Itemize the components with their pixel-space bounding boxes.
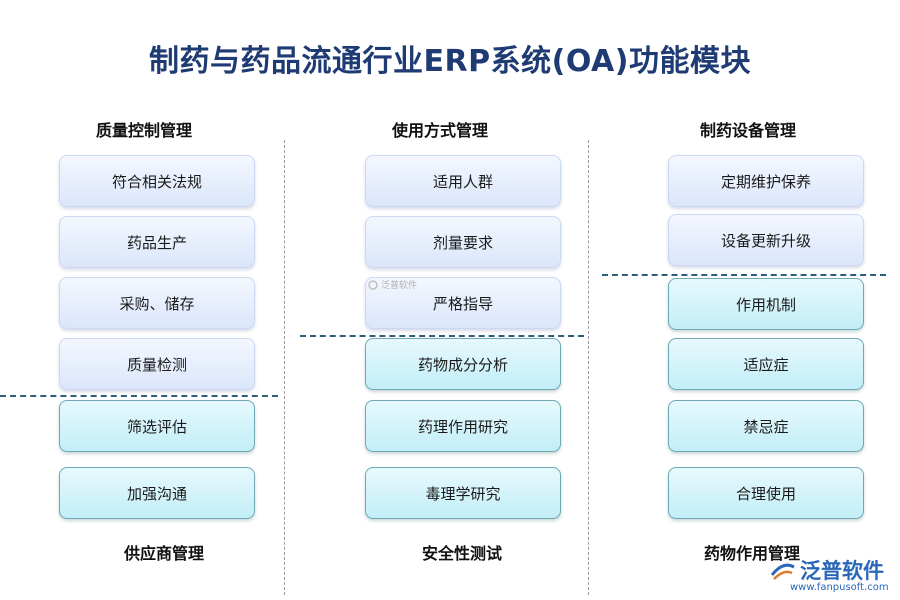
- module-box: 采购、储存: [59, 277, 255, 329]
- module-box: 药品生产: [59, 216, 255, 268]
- column-divider-1: [284, 140, 285, 595]
- logo-text: 泛普软件: [800, 559, 884, 583]
- equipment-management-header: 制药设备管理: [699, 121, 796, 140]
- module-box: 药理作用研究: [365, 400, 561, 452]
- module-box: 合理使用: [668, 467, 864, 519]
- module-box: 定期维护保养: [668, 155, 864, 207]
- watermark-text: 泛普软件: [381, 281, 418, 291]
- section-divider-3: [602, 274, 886, 276]
- module-box: 符合相关法规: [59, 155, 255, 207]
- usage-management-header: 使用方式管理: [391, 121, 488, 140]
- column-divider-2: [588, 140, 589, 595]
- module-box: 药物成分分析: [365, 338, 561, 390]
- module-box: 适用人群: [365, 155, 561, 207]
- drug-action-header: 药物作用管理: [703, 544, 800, 563]
- module-box: 作用机制: [668, 278, 864, 330]
- section-divider-2: [300, 335, 584, 337]
- module-box: 质量检测: [59, 338, 255, 390]
- supplier-management-header: 供应商管理: [123, 544, 204, 563]
- module-box: 严格指导: [365, 277, 561, 329]
- page-title: 制药与药品流通行业ERP系统(OA)功能模块: [149, 44, 751, 79]
- watermark: 泛普软件: [368, 278, 417, 291]
- section-divider-1: [0, 395, 278, 397]
- quality-control-header: 质量控制管理: [95, 121, 192, 140]
- module-box: 毒理学研究: [365, 467, 561, 519]
- module-box: 设备更新升级: [668, 214, 864, 266]
- module-box: 加强沟通: [59, 467, 255, 519]
- logo-url: www.fanpusoft.com: [790, 582, 889, 593]
- module-box: 筛选评估: [59, 400, 255, 452]
- module-box: 剂量要求: [365, 216, 561, 268]
- safety-testing-header: 安全性测试: [421, 544, 502, 563]
- fanpu-logo-icon: [770, 563, 795, 580]
- module-box: 禁忌症: [668, 400, 864, 452]
- brand-logo: 泛普软件: [770, 555, 884, 585]
- module-box: 适应症: [668, 338, 864, 390]
- watermark-logo-icon: [368, 279, 378, 290]
